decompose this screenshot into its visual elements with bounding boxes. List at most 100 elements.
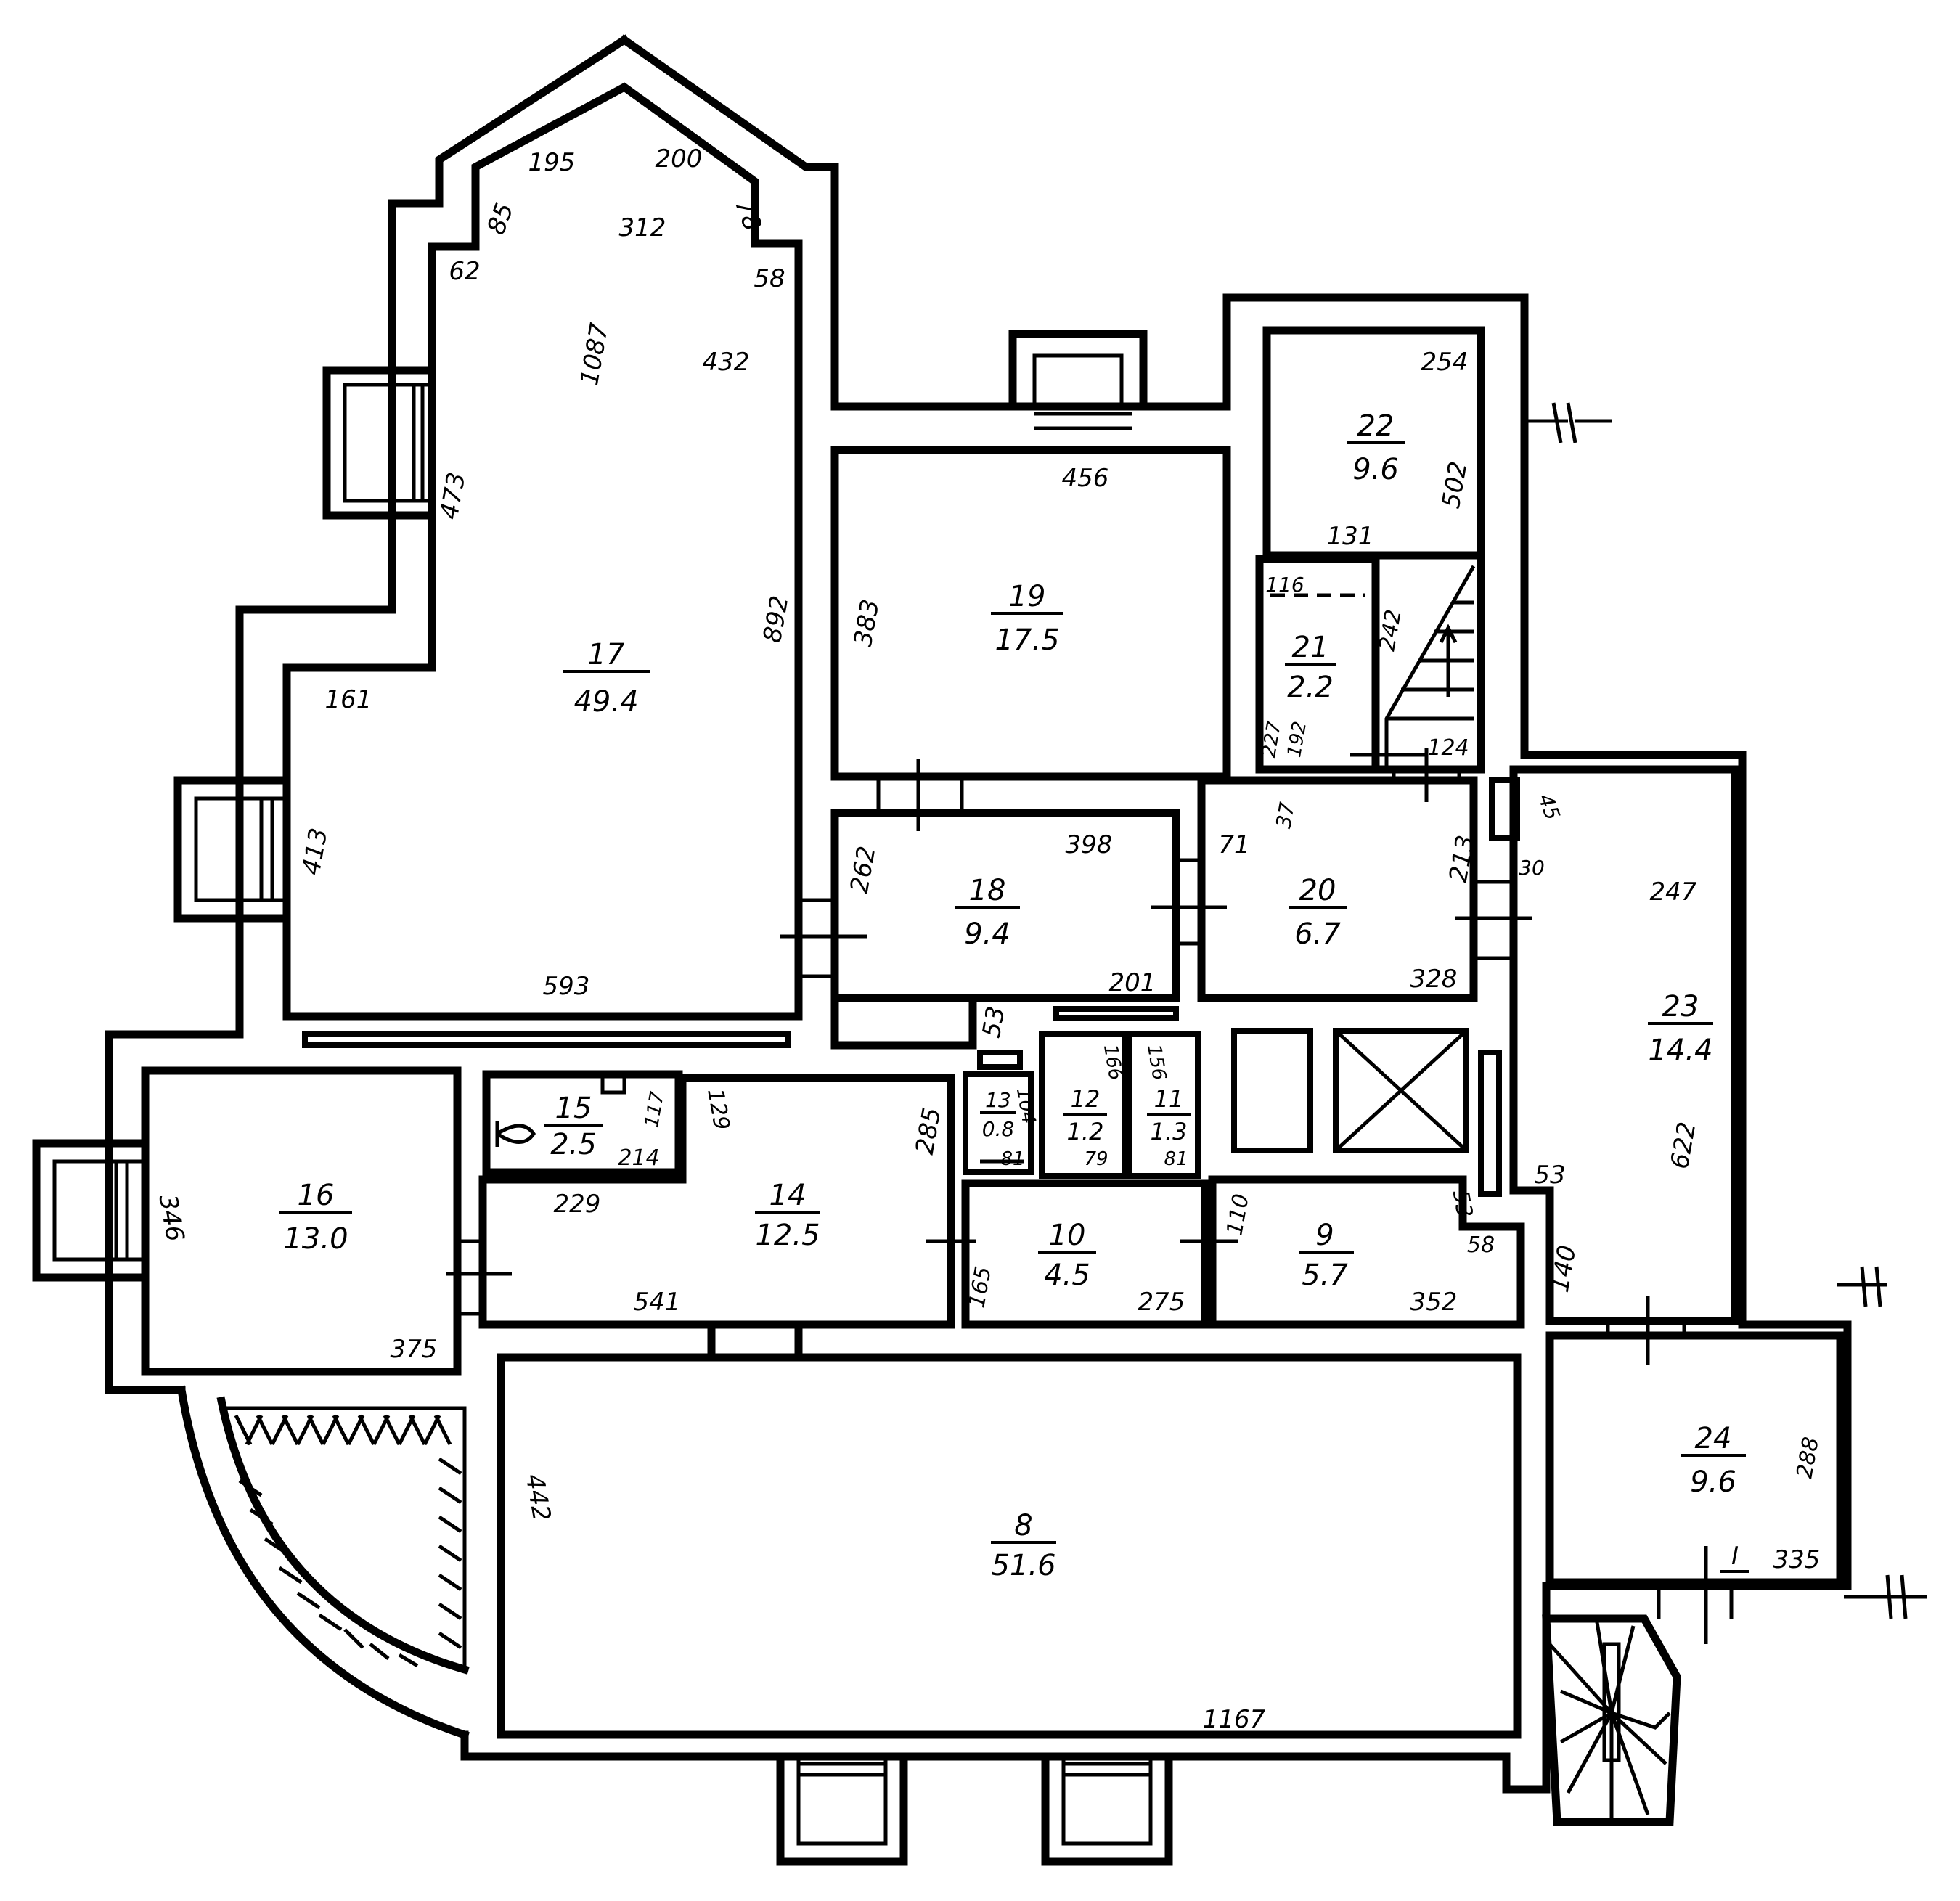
dimension: 30 — [1519, 856, 1545, 880]
toilet-icon — [495, 1072, 626, 1147]
room-13-label: 13 0.8 — [980, 1088, 1016, 1141]
terrace-outline — [176, 1385, 470, 1740]
room-area: 9.6 — [1352, 453, 1399, 486]
dimension: 892 — [758, 594, 795, 645]
stair-mark: I — [1731, 1542, 1739, 1571]
outer-wall — [460, 34, 1852, 1794]
dimension: 247 — [1650, 878, 1697, 907]
dimension: 328 — [1410, 965, 1458, 994]
room-area: 14.4 — [1648, 1034, 1712, 1067]
dimension: 104 — [1012, 1087, 1040, 1126]
dimension: 1087 — [575, 321, 614, 388]
terrace-inner — [216, 1396, 470, 1675]
room-number: 24 — [1695, 1422, 1732, 1455]
dimension: 285 — [910, 1105, 947, 1157]
dimension: 442 — [520, 1472, 557, 1524]
dimension: 254 — [1421, 348, 1469, 377]
dimension: 37 — [1271, 801, 1299, 830]
room-13-walls — [963, 1071, 1034, 1175]
dimension: 1167 — [1203, 1705, 1266, 1734]
room-14-label: 14 12.5 — [755, 1179, 820, 1252]
room-area: 0.8 — [982, 1117, 1015, 1141]
room-22-label: 22 9.6 — [1347, 409, 1405, 486]
dimension: 131 — [1327, 522, 1374, 551]
room-16-label: 16 13.0 — [279, 1179, 352, 1256]
room-20-label: 20 6.7 — [1289, 874, 1347, 951]
room-19-label: 19 17.5 — [991, 580, 1063, 657]
room-area: 9.4 — [964, 917, 1010, 951]
walls — [32, 34, 1927, 1866]
dimension: 161 — [325, 685, 372, 714]
room-12-walls — [1039, 1031, 1128, 1179]
elevator-shaft — [1333, 1028, 1469, 1153]
room-10-label: 10 4.5 — [1038, 1219, 1096, 1292]
window-bay-17-top — [322, 366, 436, 520]
dimension: 593 — [543, 972, 590, 1001]
dimension: 53 — [977, 1004, 1011, 1040]
dimension: 124 — [1427, 735, 1469, 761]
room-area: 51.6 — [991, 1549, 1055, 1582]
dimension: 335 — [1773, 1545, 1821, 1574]
room-area: 49.4 — [573, 685, 638, 719]
room-area: 2.5 — [550, 1128, 597, 1161]
dimension: 275 — [1138, 1288, 1185, 1317]
dimension: 352 — [1410, 1288, 1458, 1317]
room-number: 23 — [1662, 990, 1699, 1023]
room-number: 9 — [1315, 1219, 1334, 1252]
dimension: 413 — [297, 826, 334, 878]
dimension: 53 — [1447, 1188, 1477, 1220]
room-23-walls — [1509, 765, 1739, 1325]
dimension: 58 — [754, 264, 785, 293]
room-24-label: 24 9.6 — [1681, 1422, 1746, 1499]
room-24-walls — [1545, 1331, 1845, 1587]
dimension: 541 — [634, 1288, 681, 1317]
room-area: 12.5 — [755, 1219, 820, 1252]
break-mark — [1837, 1266, 1887, 1307]
room-number: 13 — [985, 1088, 1011, 1112]
room-area: 13.0 — [283, 1222, 348, 1256]
room-area: 1.3 — [1151, 1118, 1188, 1145]
dimension: 622 — [1665, 1120, 1702, 1172]
room-area: 5.7 — [1302, 1259, 1348, 1292]
dimension: 456 — [1062, 464, 1109, 493]
room-number: 19 — [1009, 580, 1046, 613]
dimension: 192 — [1283, 720, 1311, 759]
room-number: 8 — [1014, 1509, 1032, 1542]
room-area: 4.5 — [1044, 1259, 1090, 1292]
room-number: 15 — [555, 1092, 592, 1125]
room-number: 20 — [1299, 874, 1336, 907]
room-10-walls — [961, 1179, 1209, 1329]
room-number: 18 — [969, 874, 1006, 907]
room-19-walls — [830, 446, 1231, 781]
dimension: 201 — [1109, 968, 1156, 997]
room-18-label: 18 9.4 — [955, 874, 1020, 951]
room-23-label: 23 14.4 — [1648, 990, 1713, 1067]
dimension: 53 — [1534, 1161, 1565, 1190]
dimension: 78 — [729, 195, 767, 234]
room-area: 9.6 — [1690, 1465, 1736, 1499]
dimension: 85 — [481, 199, 519, 238]
dimension: 62 — [449, 257, 480, 286]
room-11-label: 11 1.3 — [1147, 1085, 1191, 1145]
room-number: 17 — [588, 638, 625, 671]
room-17-label: 17 49.4 — [563, 638, 650, 719]
dimension: 502 — [1437, 459, 1474, 511]
spiral-stair — [1545, 1622, 1671, 1818]
room-area: 6.7 — [1294, 917, 1341, 951]
dimension: 473 — [435, 470, 472, 522]
dimension: 398 — [1066, 830, 1113, 859]
dimension: 129 — [702, 1087, 734, 1132]
doors — [446, 748, 1734, 1644]
dimension: 116 — [1265, 573, 1304, 597]
outer-wall-west — [105, 34, 630, 1394]
dimension: 58 — [1467, 1232, 1495, 1258]
room-number: 16 — [298, 1179, 335, 1212]
dimension: 81 — [1164, 1148, 1188, 1170]
room-12-label: 12 1.2 — [1063, 1085, 1107, 1145]
dimension: 200 — [656, 144, 703, 173]
room-9-walls — [1208, 1175, 1525, 1329]
dimension: 156 — [1143, 1043, 1170, 1082]
dimension: 195 — [528, 148, 576, 177]
room-15-label: 15 2.5 — [544, 1092, 603, 1161]
